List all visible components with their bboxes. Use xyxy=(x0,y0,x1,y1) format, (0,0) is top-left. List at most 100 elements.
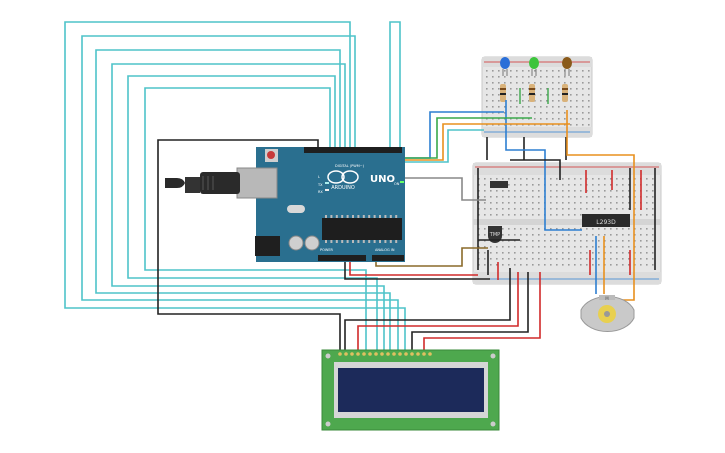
breadboard-hole xyxy=(550,208,552,210)
lcd-pin[interactable] xyxy=(362,352,366,356)
lcd-pin[interactable] xyxy=(410,352,414,356)
breadboard-hole xyxy=(604,202,606,204)
breadboard-hole xyxy=(510,94,512,96)
breadboard-hole xyxy=(580,178,582,180)
breadboard-hole xyxy=(562,228,564,230)
breadboard-hole xyxy=(526,258,528,260)
lcd-pin[interactable] xyxy=(344,352,348,356)
breadboard-hole xyxy=(592,196,594,198)
breadboard-hole xyxy=(532,258,534,260)
power-header[interactable] xyxy=(318,255,366,261)
breadboard-hole xyxy=(574,240,576,242)
breadboard-hole xyxy=(580,214,582,216)
breadboard-hole xyxy=(490,214,492,216)
breadboard-hole xyxy=(486,88,488,90)
breadboard-hole xyxy=(582,76,584,78)
breadboard-hole xyxy=(538,240,540,242)
lcd-pin[interactable] xyxy=(356,352,360,356)
breadboard-hole xyxy=(562,240,564,242)
breadboard-hole xyxy=(576,112,578,114)
lcd-pin[interactable] xyxy=(386,352,390,356)
breadboard-hole xyxy=(570,94,572,96)
breadboard-hole xyxy=(514,214,516,216)
lcd-pin[interactable] xyxy=(416,352,420,356)
resistor-3[interactable] xyxy=(562,84,568,102)
ground-wire-left xyxy=(157,139,341,350)
breadboard-hole xyxy=(646,184,648,186)
arduino-uno[interactable]: ARDUINO UNO DIGITAL (PWM~) POWER ANALOG … xyxy=(165,147,405,262)
breadboard-hole xyxy=(492,100,494,102)
breadboard-hole xyxy=(616,228,618,230)
breadboard-hole xyxy=(514,228,516,230)
breadboard-hole xyxy=(564,112,566,114)
breadboard-hole xyxy=(568,214,570,216)
breadboard-hole xyxy=(486,70,488,72)
led-blue[interactable] xyxy=(500,57,510,76)
motor-driver-chip[interactable]: L293D xyxy=(582,214,630,227)
lcd-pin[interactable] xyxy=(368,352,372,356)
mcu-pin xyxy=(330,240,333,243)
breadboard-hole xyxy=(502,190,504,192)
push-button[interactable] xyxy=(490,181,508,188)
breadboard-hole xyxy=(616,246,618,248)
digital-header[interactable] xyxy=(304,147,402,153)
lcd-pin[interactable] xyxy=(338,352,342,356)
breadboard-hole xyxy=(516,106,518,108)
breadboard-hole xyxy=(622,196,624,198)
breadboard-hole xyxy=(528,112,530,114)
breadboard-hole xyxy=(570,70,572,72)
analog-header[interactable] xyxy=(372,255,404,261)
motor-label: M xyxy=(605,296,609,301)
breadboard-hole xyxy=(516,70,518,72)
breadboard-hole xyxy=(616,264,618,266)
usb-cable[interactable] xyxy=(200,172,240,194)
lcd-pin[interactable] xyxy=(422,352,426,356)
lcd-pin[interactable] xyxy=(428,352,432,356)
breadboard-hole xyxy=(550,228,552,230)
lcd-pin[interactable] xyxy=(350,352,354,356)
lcd-pin[interactable] xyxy=(398,352,402,356)
mcu-pin xyxy=(346,240,349,243)
lcd-pin[interactable] xyxy=(374,352,378,356)
breadboard-hole xyxy=(490,178,492,180)
breadboard-hole xyxy=(574,264,576,266)
breadboard-hole xyxy=(574,258,576,260)
resistor-2[interactable] xyxy=(529,84,535,102)
breadboard-hole xyxy=(550,184,552,186)
breadboard-hole xyxy=(510,100,512,102)
lcd-display[interactable] xyxy=(321,349,500,431)
breadboard-hole xyxy=(580,246,582,248)
breadboard-hole xyxy=(514,190,516,192)
breadboard-hole xyxy=(498,70,500,72)
breadboard-hole xyxy=(592,228,594,230)
breadboard-hole xyxy=(508,178,510,180)
led-brown[interactable] xyxy=(562,57,572,76)
breadboard-hole xyxy=(490,258,492,260)
resistor-1[interactable] xyxy=(500,84,506,102)
breadboard-hole xyxy=(582,82,584,84)
breadboard-hole xyxy=(586,264,588,266)
breadboard-hole xyxy=(510,70,512,72)
led-green[interactable] xyxy=(529,57,539,76)
breadboard-hole xyxy=(646,234,648,236)
temperature-sensor[interactable]: TMP xyxy=(488,226,502,243)
breadboard-hole xyxy=(622,246,624,248)
breadboard-hole xyxy=(586,228,588,230)
lcd-pin[interactable] xyxy=(380,352,384,356)
breadboard-hole xyxy=(526,196,528,198)
breadboard-hole xyxy=(516,100,518,102)
breadboard-hole xyxy=(646,190,648,192)
breadboard-hole xyxy=(526,214,528,216)
breadboard-hole xyxy=(498,106,500,108)
breadboard-hole xyxy=(544,246,546,248)
lcd-pin[interactable] xyxy=(392,352,396,356)
reset-button[interactable] xyxy=(267,151,275,159)
breadboard-hole xyxy=(526,184,528,186)
breadboard-hole xyxy=(616,196,618,198)
lcd-pin[interactable] xyxy=(404,352,408,356)
breadboard-hole xyxy=(628,264,630,266)
dc-motor[interactable]: M xyxy=(580,295,635,333)
breadboard-hole xyxy=(598,246,600,248)
breadboard-hole xyxy=(574,190,576,192)
mcu-pin xyxy=(389,215,392,218)
